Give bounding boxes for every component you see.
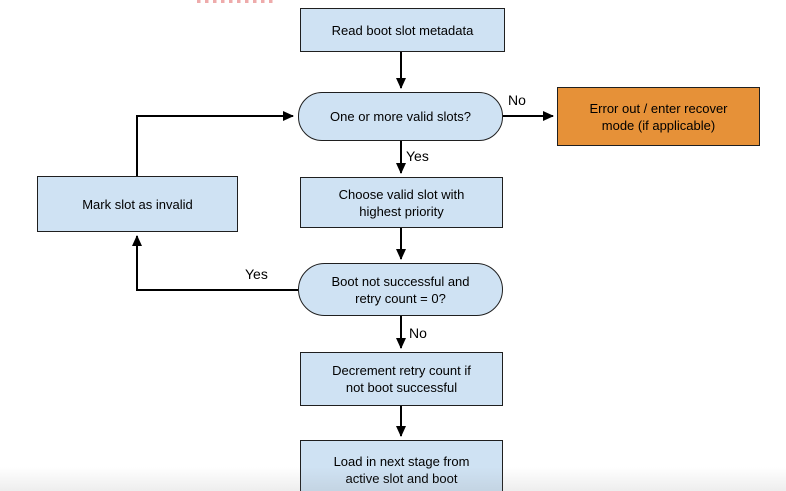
- edge-label-no: No: [508, 92, 526, 108]
- node-decrement-retry-count: Decrement retry count if not boot succes…: [300, 352, 503, 406]
- edge-label-no: No: [409, 325, 427, 341]
- edge-bootcheck-yes-to-markinvalid: [132, 235, 298, 291]
- dashed-annotation-marker: [197, 0, 275, 3]
- edge-label-yes: Yes: [406, 148, 429, 164]
- node-label: Boot not successful and retry count = 0?: [331, 273, 470, 306]
- node-load-next-stage: Load in next stage from active slot and …: [300, 440, 503, 491]
- node-decision-valid-slots: One or more valid slots?: [298, 92, 503, 141]
- node-label: Load in next stage from active slot and …: [333, 454, 470, 486]
- edge-markinvalid-to-validslots: [136, 111, 294, 176]
- node-label: Choose valid slot with highest priority: [338, 186, 465, 219]
- node-decision-boot-retry: Boot not successful and retry count = 0?: [298, 263, 503, 316]
- node-label: Read boot slot metadata: [331, 22, 474, 38]
- edge-label-yes: Yes: [245, 266, 268, 282]
- node-label: Decrement retry count if not boot succes…: [332, 363, 471, 395]
- node-label: One or more valid slots?: [330, 109, 471, 124]
- node-label: Error out / enter recover mode (if appli…: [589, 100, 728, 133]
- node-choose-valid-slot: Choose valid slot with highest priority: [300, 177, 503, 228]
- node-label: Mark slot as invalid: [82, 196, 193, 212]
- node-error-recover-mode: Error out / enter recover mode (if appli…: [557, 87, 760, 146]
- node-mark-slot-invalid: Mark slot as invalid: [37, 176, 238, 232]
- node-read-boot-slot-metadata: Read boot slot metadata: [300, 8, 505, 52]
